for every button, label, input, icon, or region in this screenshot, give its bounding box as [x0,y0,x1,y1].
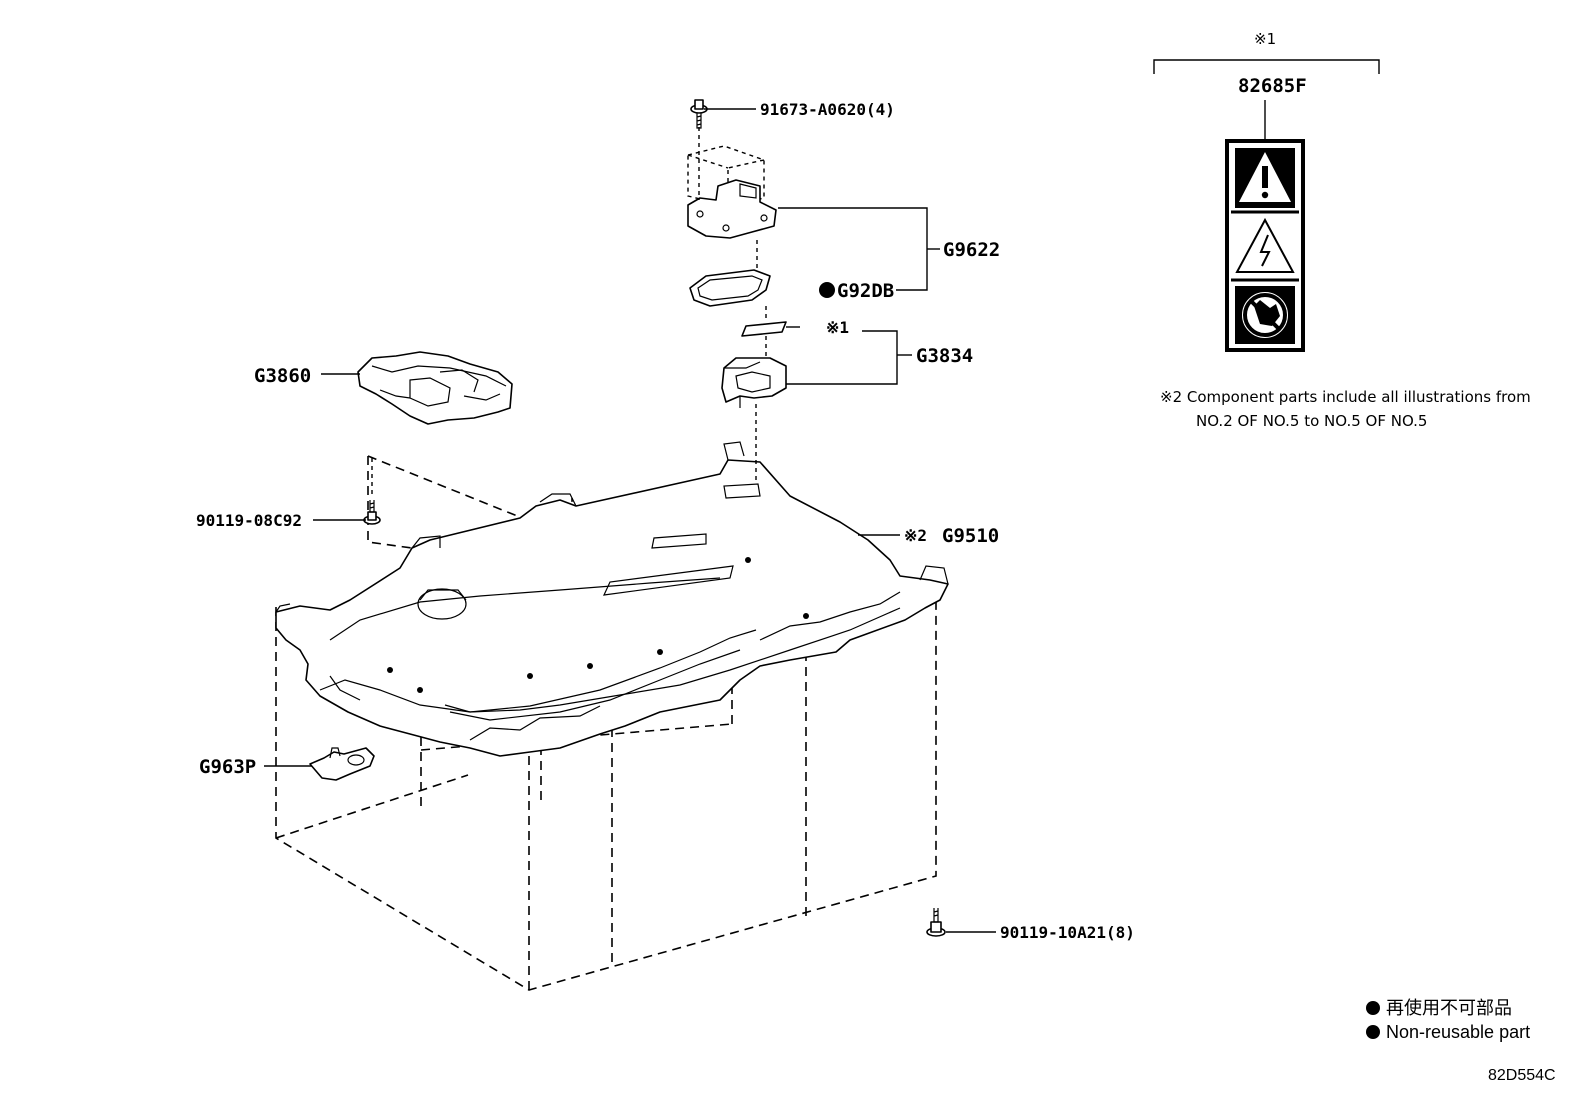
label-battery: G9510 [942,525,999,547]
bolt-bottom-icon [926,908,946,937]
label-bolt-left: 90119-08C92 [196,511,302,530]
label-screw-top: 91673-A0620(4) [760,100,895,119]
battery-bolt-holes [387,557,809,693]
leader-lines [264,108,996,933]
sensor-part [309,747,375,781]
label-ecu: G3860 [254,365,311,387]
warning-label-large [1225,139,1305,352]
screw-top-icon [690,99,708,129]
label-battery-marker: ※2 [904,526,927,545]
battery-pack [275,441,949,757]
note-line-1: ※2 Component parts include all illustrat… [1160,388,1531,406]
legend-japanese: 再使用不可部品 [1386,998,1512,1018]
label-warning-marker: ※1 [826,318,849,337]
bolt-left-icon [363,500,381,525]
gasket-part [689,269,771,307]
label-part-marker: ※1 [1254,30,1276,48]
label-cover: G9622 [943,239,1000,261]
ecu-block [357,351,513,425]
label-part-number: 82685F [1238,75,1307,97]
label-connector: G3834 [916,345,973,367]
no-touch-icon [1235,286,1295,344]
note-line-2: NO.2 OF NO.5 to NO.5 OF NO.5 [1196,412,1427,430]
high-voltage-icon [1235,217,1295,273]
legend-english: Non-reusable part [1386,1022,1530,1042]
legend-dot-icon-1 [1366,1001,1380,1015]
label-bracket [1153,59,1380,74]
label-gasket: G92DB [837,280,894,302]
connector-part [721,357,787,408]
legend-dot-icon-2 [1366,1025,1380,1039]
warning-triangle-icon [1239,152,1291,202]
label-bolt-bottom: 90119-10A21(8) [1000,923,1135,942]
filled-dot-icon [819,282,835,298]
label-sensor: G963P [199,756,256,778]
cover-part [687,145,777,239]
warning-label-small [741,321,787,337]
diagram-code: 82D554C [1488,1067,1556,1084]
